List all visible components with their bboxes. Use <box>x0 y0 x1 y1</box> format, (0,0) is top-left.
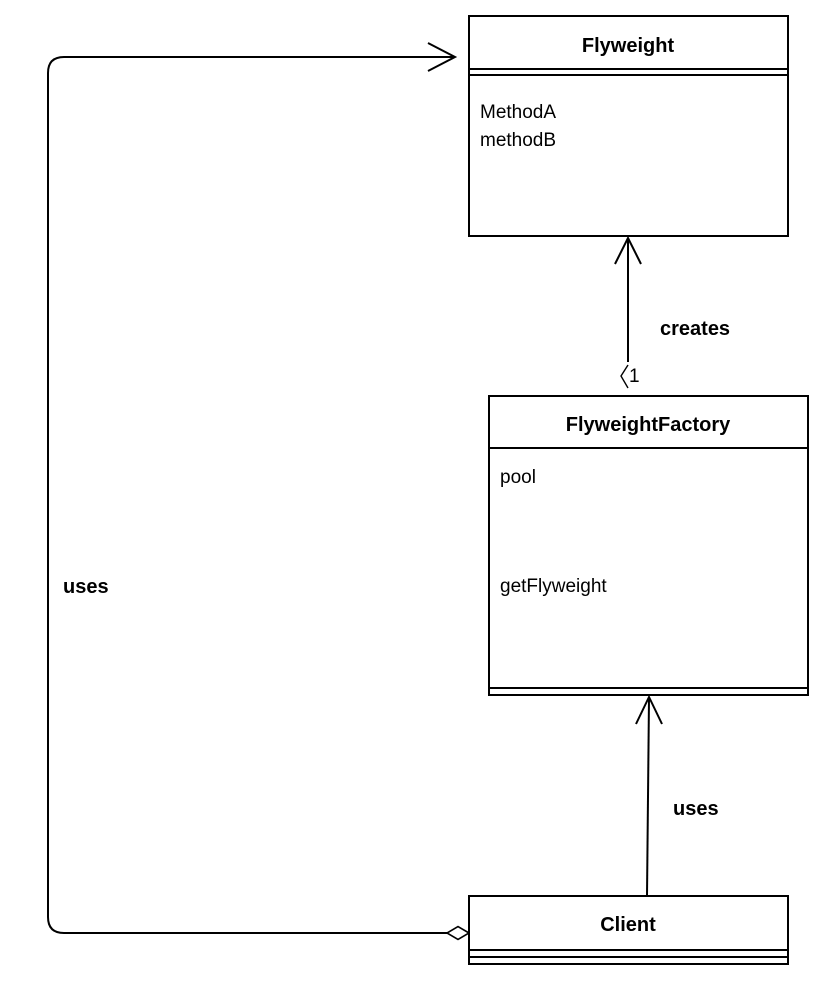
client-factory-association-line <box>646 697 650 897</box>
client-class-name: Client <box>600 914 656 936</box>
client-class-box <box>468 895 789 965</box>
creates-label: creates <box>660 318 730 340</box>
flyweightfactory-member: getFlyweight <box>500 576 607 597</box>
creates-aggregation-diamond <box>620 364 629 389</box>
client-flyweight-arrowhead <box>427 42 458 72</box>
creates-multiplicity: 1 <box>629 366 640 387</box>
flyweightfactory-class[interactable]: FlyweightFactory pool getFlyweight <box>488 395 809 696</box>
client-flyweight-uses-label: uses <box>63 576 109 598</box>
flyweightfactory-member: pool <box>500 467 536 488</box>
flyweight-member: MethodA <box>480 102 556 123</box>
creates-arrowhead <box>614 235 642 265</box>
flyweight-class[interactable]: Flyweight MethodA methodB <box>468 15 789 237</box>
client-factory-arrowhead <box>635 694 663 725</box>
client-flyweight-association-line <box>47 56 455 934</box>
client-factory-uses-label: uses <box>673 798 719 820</box>
flyweight-member: methodB <box>480 130 556 151</box>
client-flyweight-aggregation-diamond <box>445 925 471 941</box>
client-class[interactable]: Client <box>468 895 789 965</box>
flyweightfactory-class-name: FlyweightFactory <box>566 414 731 436</box>
flyweight-class-box <box>468 15 789 237</box>
flyweightfactory-class-box <box>488 395 809 696</box>
flyweight-class-name: Flyweight <box>582 35 675 57</box>
